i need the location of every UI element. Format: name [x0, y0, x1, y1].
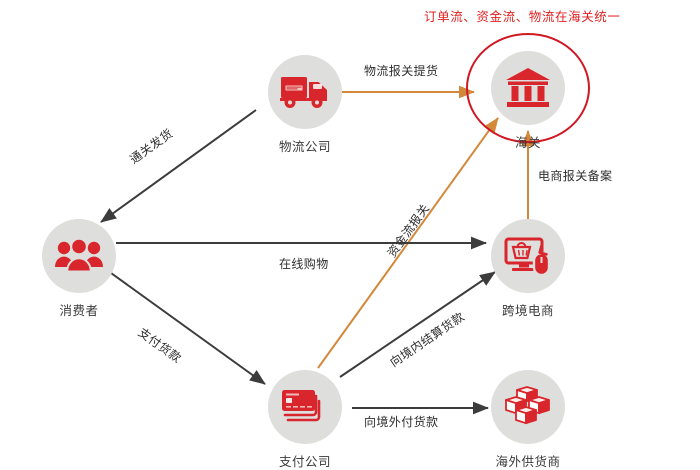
diagram-title: 订单流、资金流、物流在海关统一 — [424, 10, 621, 24]
edge-label-consumer-to-payment: 支付货款 — [135, 325, 185, 366]
truck-icon — [280, 77, 327, 108]
node-logistics[interactable]: 物流公司 — [268, 55, 342, 155]
node-supplier-label: 海外供货商 — [495, 455, 561, 469]
edge-label-logistics-to-consumer: 通关发货 — [127, 126, 176, 167]
node-logistics-disc — [268, 55, 342, 129]
bank-customs-icon — [506, 68, 550, 107]
node-payment-label: 支付公司 — [278, 455, 331, 469]
edge-logistics-to-consumer — [100, 109, 257, 223]
node-supplier-disc — [491, 370, 565, 444]
node-consumer[interactable]: 消费者 — [42, 219, 116, 319]
customs-highlight-ring — [466, 33, 590, 143]
edge-payment-to-ecommerce — [339, 271, 496, 378]
node-logistics-label: 物流公司 — [278, 140, 331, 154]
node-consumer-label: 消费者 — [59, 304, 99, 318]
node-payment-disc — [268, 370, 342, 444]
parcel-boxes-icon — [505, 386, 550, 425]
people-group-icon — [55, 237, 103, 273]
edge-label-consumer-to-ecommerce: 在线购物 — [279, 257, 329, 271]
edge-label-logistics-to-customs: 物流报关提货 — [364, 64, 439, 78]
node-ecommerce[interactable]: 跨境电商 — [491, 219, 565, 319]
node-ecommerce-label: 跨境电商 — [501, 304, 554, 318]
node-payment[interactable]: 支付公司 — [268, 370, 342, 470]
credit-cards-icon — [282, 390, 321, 422]
edge-label-customs-to-ecommerce: 电商报关备案 — [538, 169, 613, 183]
node-customs-label: 海关 — [514, 136, 541, 150]
node-customs[interactable]: 海关 — [491, 51, 565, 151]
node-supplier[interactable]: 海外供货商 — [491, 370, 565, 470]
monitor-cart-mouse-icon — [504, 237, 551, 277]
node-customs-disc — [491, 51, 565, 125]
edge-label-payment-to-supplier: 向境外付货款 — [364, 415, 439, 429]
edge-consumer-to-payment — [103, 267, 266, 385]
node-ecommerce-disc — [491, 219, 565, 293]
edge-label-payment-to-ecommerce: 向境内结算货款 — [387, 309, 468, 370]
node-consumer-disc — [42, 219, 116, 293]
edge-label-payment-to-customs: 资金流报关 — [384, 201, 433, 260]
